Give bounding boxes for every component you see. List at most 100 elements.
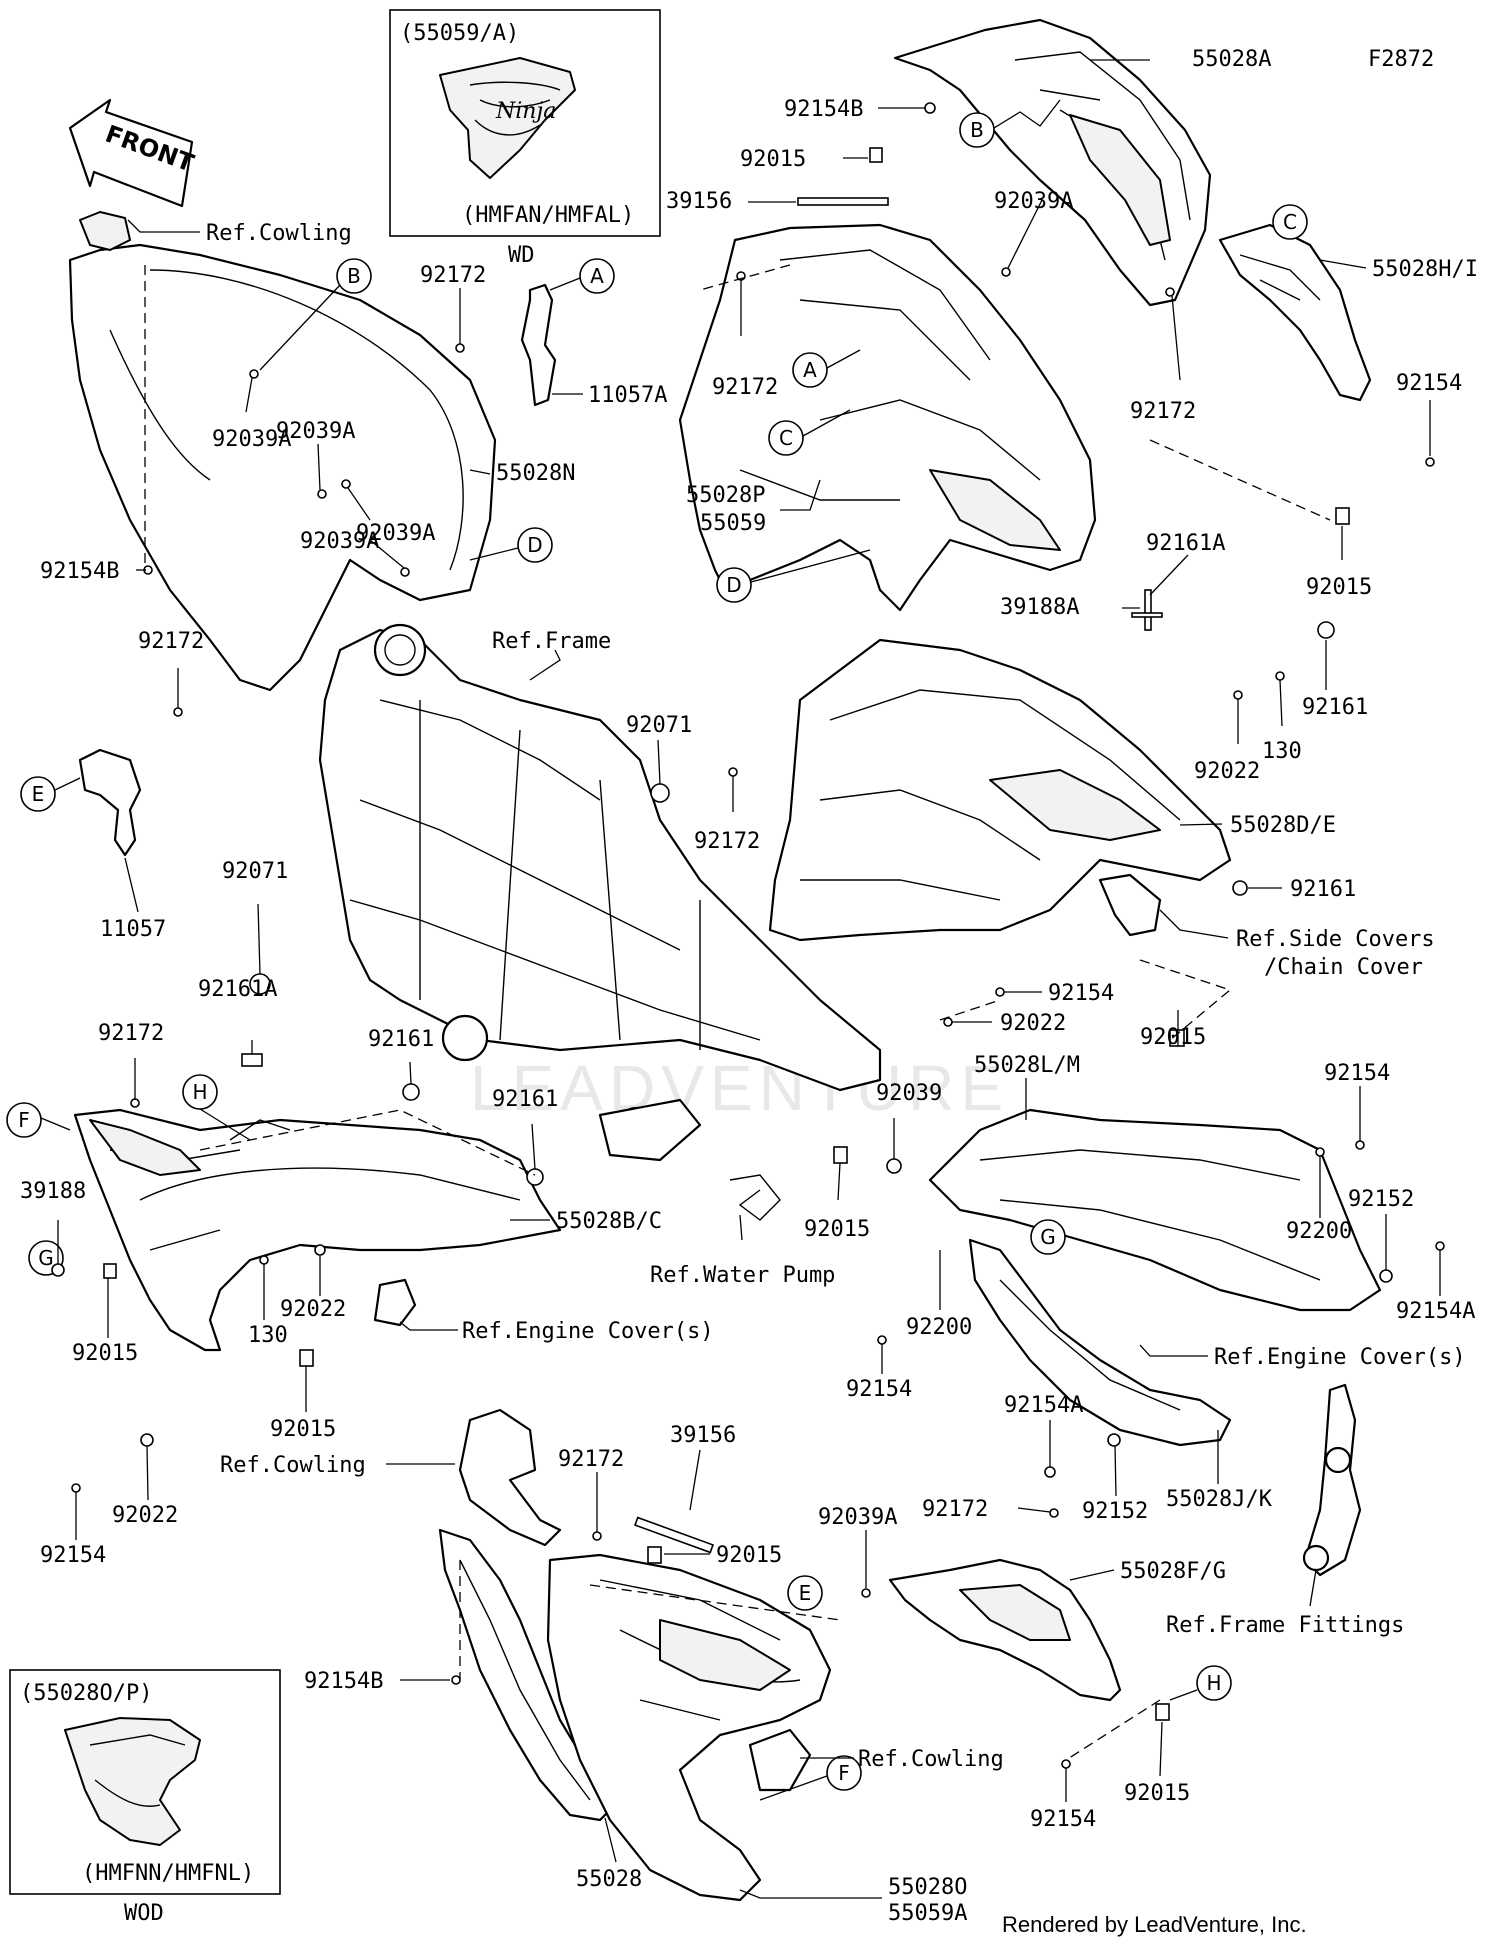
- inset-wod: (55028O/P) (HMFNN/HMFNL) WOD: [9, 1669, 281, 1926]
- lead-refengine-left: [399, 1321, 458, 1331]
- label-92015-left2: 92015: [270, 1417, 336, 1442]
- inset-wod-caption: WOD: [124, 1901, 164, 1926]
- callout-B-top-lead: [993, 99, 1061, 129]
- under-panel-shell: [968, 1238, 1232, 1447]
- callout-A-mid: A: [792, 349, 861, 388]
- grommet-92161-rt: [1317, 621, 1335, 639]
- frame-tubes: [349, 699, 761, 1050]
- callout-H-bottom-circle: [1196, 1665, 1232, 1701]
- label-55059: 55059: [700, 511, 766, 536]
- diagram-id: F2872: [1368, 47, 1434, 72]
- inner-cowl-bracket: [79, 211, 131, 251]
- bolt-92172-b2: [1049, 1508, 1059, 1518]
- label-92015-wp: 92015: [804, 1217, 870, 1242]
- bolt-92172-ctr: [728, 767, 738, 777]
- callout-B-top: B: [959, 99, 1061, 148]
- grommet-92015-left2: [299, 1349, 314, 1367]
- strip-39156-top: [797, 197, 889, 206]
- dash-right-1: [1149, 439, 1331, 521]
- inset-wd-part: [439, 57, 576, 179]
- label-92039A-l2: 92039A: [276, 419, 355, 444]
- washer-92022-bl: [140, 1433, 154, 1447]
- bolt-92039A-l2: [317, 489, 327, 499]
- lead-reframe: [529, 649, 561, 681]
- callout-D-mid-lead: [750, 549, 871, 583]
- frame-pivot: [441, 1014, 489, 1062]
- under-panel-55028JK: [968, 1238, 1232, 1447]
- label-92161A-left: 92161A: [198, 977, 277, 1002]
- bolt-92154-r3: [1355, 1140, 1365, 1150]
- strip-39156-b: [634, 1516, 714, 1554]
- bolt-92172-lt: [455, 343, 465, 353]
- lead-55028O: [739, 1889, 882, 1899]
- callout-D-mid-circle: [716, 567, 752, 603]
- label-92039A-l4: 92039A: [300, 529, 379, 554]
- washer-92022-ctr: [943, 1017, 953, 1027]
- label-refside-1: Ref.Side Covers: [1236, 927, 1435, 952]
- callout-D-left-circle: [517, 527, 553, 563]
- label-refengine-right: Ref.Engine Cover(s): [1214, 1345, 1466, 1370]
- side-panel-55028: [438, 1528, 612, 1822]
- callout-C-mid: C: [768, 409, 851, 456]
- label-92015-top: 92015: [740, 147, 806, 172]
- bolt-92039A-l4: [400, 567, 410, 577]
- grommet-92161-rt2: [1232, 880, 1248, 896]
- label-92172-mid: 92172: [712, 375, 778, 400]
- bolt-92154-ctr: [995, 987, 1005, 997]
- callout-F-left-circle: [6, 1102, 42, 1138]
- label-39188: 39188: [20, 1179, 86, 1204]
- rod-39188A: [1131, 612, 1163, 618]
- bolt-130-left: [259, 1255, 269, 1265]
- label-92154B-left: 92154B: [40, 559, 119, 584]
- callout-H-left: H: [182, 1074, 251, 1141]
- label-92172-l2: 92172: [138, 629, 204, 654]
- lower-cowl-55028O: [546, 1553, 832, 1902]
- inset-wd-caption: WD: [508, 243, 535, 268]
- label-92071-left: 92071: [222, 859, 288, 884]
- leader-lines: [57, 59, 1441, 1899]
- callout-H-left-lead: [199, 1108, 251, 1141]
- lead-55028: [604, 1817, 617, 1863]
- frame-head-tube: [373, 623, 427, 677]
- front-arrow: FRONT: [68, 98, 198, 208]
- callout-D-left-text: D: [527, 533, 542, 557]
- side-panel-detail: [459, 1559, 591, 1801]
- label-39188A: 39188A: [1000, 595, 1079, 620]
- callout-F-left-lead: [40, 1117, 71, 1131]
- label-92071-mid: 92071: [626, 713, 692, 738]
- callout-H-bottom-text: H: [1206, 1671, 1221, 1695]
- side-bracket-shell: [1218, 223, 1372, 402]
- hardware: [51, 102, 1445, 1769]
- credit-text: Rendered by LeadVenture, Inc.: [1002, 1912, 1307, 1937]
- label-92172-ctr: 92172: [694, 829, 760, 854]
- inner-cowl-55028N: [68, 211, 497, 692]
- lead-55028DE: [1179, 823, 1223, 826]
- lead-55028P: [780, 479, 821, 511]
- bracket-11057A: [520, 283, 557, 407]
- dash-ctr: [939, 999, 1001, 1021]
- inset-wd-code: (55059/A): [400, 21, 519, 46]
- bracket-55028FG: [888, 1558, 1122, 1702]
- label-refengine-left: Ref.Engine Cover(s): [462, 1319, 714, 1344]
- under-cowl-shell: [768, 638, 1232, 942]
- side-cowl-vent: [929, 469, 1061, 551]
- dash-mid-r: [1139, 959, 1232, 1041]
- label-92172-l3: 92172: [98, 1021, 164, 1046]
- lead-92172-b2: [1017, 1507, 1051, 1513]
- lead-92015-wp: [837, 1162, 841, 1201]
- side-panel-shell: [438, 1528, 612, 1822]
- bolt-92154-b: [877, 1335, 887, 1345]
- callout-F-bottom-text: F: [838, 1761, 850, 1785]
- engine-cover-ref-left: [373, 1278, 417, 1327]
- callout-G-right-circle: [1030, 1219, 1066, 1255]
- lead-92161-l2: [531, 1123, 536, 1170]
- callout-C-mid-circle: [768, 420, 804, 456]
- label-92022-bl: 92022: [112, 1503, 178, 1528]
- callout-D-left-lead: [469, 547, 519, 561]
- lower-cowl-r-shell: [928, 1108, 1382, 1312]
- bolt-92039A-l1: [249, 369, 259, 379]
- label-92039A-l3: 92039A: [356, 521, 435, 546]
- callout-G-right: G: [1030, 1219, 1066, 1255]
- bolt-92154A-b: [1044, 1466, 1056, 1478]
